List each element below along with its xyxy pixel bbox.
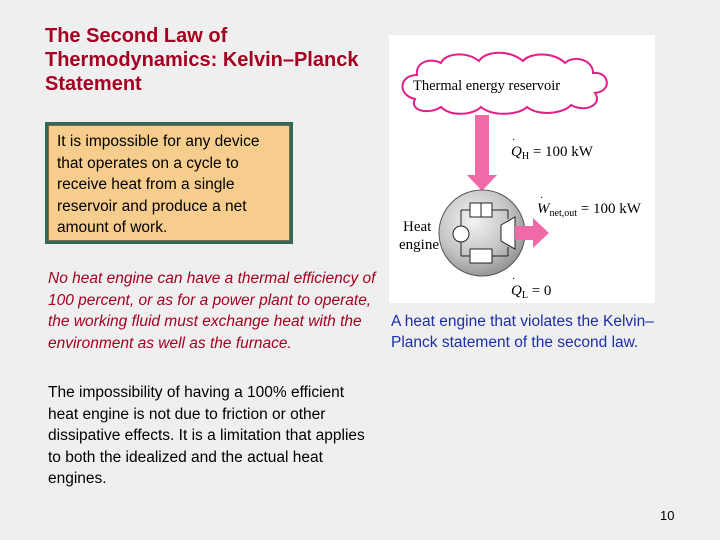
page-number: 10 <box>660 508 675 523</box>
engine-label-line2: engine <box>399 237 439 253</box>
heat-engine-diagram <box>438 189 526 277</box>
wnet-label: Wnet,out = 100 kW <box>537 201 642 219</box>
thermal-reservoir-cloud: Thermal energy reservoir <box>401 51 608 115</box>
qh-dot: · <box>512 135 515 146</box>
ql-label: QL = 0 <box>511 283 551 301</box>
friction-note: The impossibility of having a 100% effic… <box>48 384 365 488</box>
slide-title: The Second Law of Thermodynamics: Kelvin… <box>45 25 359 95</box>
heat-input-arrow <box>467 115 497 191</box>
efficiency-note: No heat engine can have a thermal effici… <box>48 270 376 352</box>
engine-label-line1: Heat <box>403 219 432 235</box>
work-output-arrow <box>515 218 549 248</box>
reservoir-label: Thermal energy reservoir <box>413 78 560 94</box>
figure-caption: A heat engine that violates the Kelvin–P… <box>391 313 654 351</box>
wnet-dot: · <box>540 193 543 204</box>
qh-label: QH = 100 kW <box>511 144 594 162</box>
kelvin-planck-statement: It is impossible for any device that ope… <box>48 125 290 241</box>
heat-engine-figure: Thermal energy reservoir QH = 100 kW · <box>389 35 655 303</box>
statement-box-frame: It is impossible for any device that ope… <box>45 122 293 244</box>
ql-dot: · <box>512 274 515 285</box>
